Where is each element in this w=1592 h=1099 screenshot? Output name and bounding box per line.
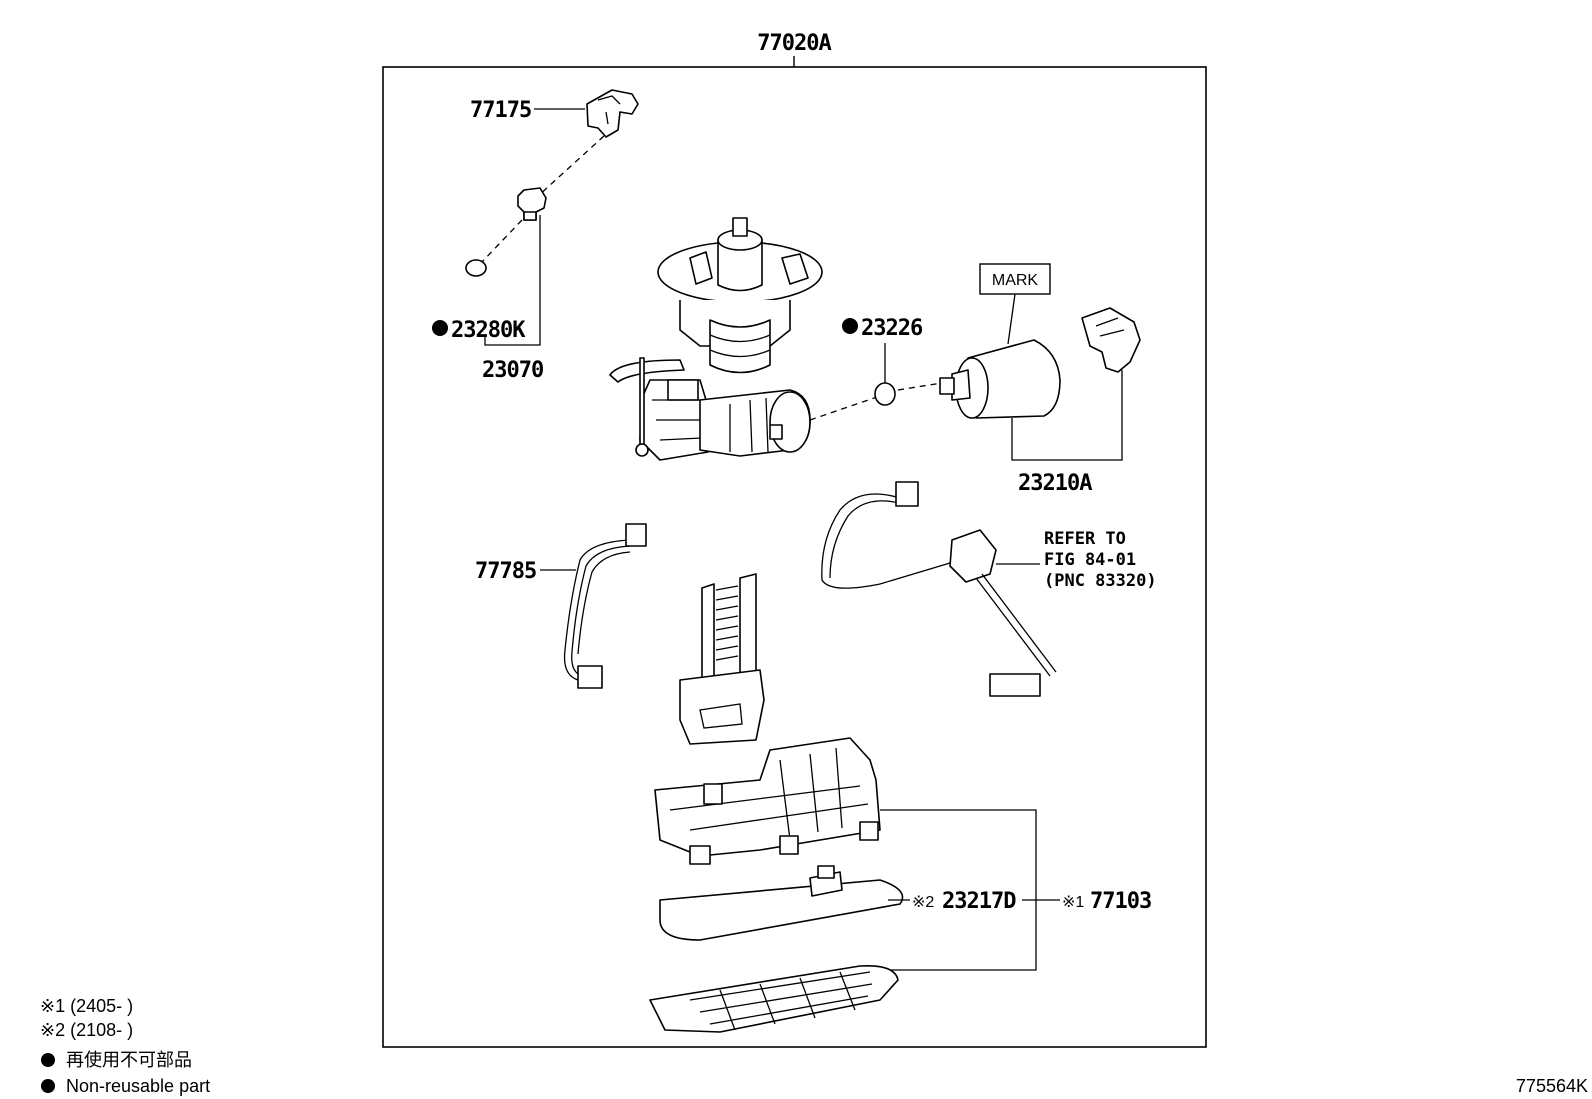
callout-77103-note: ※1 [1062,894,1084,911]
drawing-number: 775564K [1516,1076,1588,1096]
callout-23280k: 23280K [451,318,526,343]
part-lower-case[interactable] [654,737,881,865]
legend-nonreusable-en: Non-reusable part [66,1076,210,1096]
part-pump-module[interactable] [609,217,823,461]
legend-bullet-en [41,1079,55,1093]
part-23217d-filter[interactable] [659,865,904,941]
refer-line-2: FIG 84-01 [1044,550,1136,570]
callout-77103: 77103 [1090,889,1151,914]
refer-line-1: REFER TO [1044,529,1126,549]
callout-77175: 77175 [470,98,531,123]
part-23210a-fuel-pump[interactable] [939,339,1061,419]
legend-note-2: ※2 (2108- ) [40,1020,133,1040]
mark-label: MARK [992,272,1039,289]
part-23210a-bracket[interactable] [1081,307,1141,373]
callout-77785: 77785 [475,559,536,584]
part-23226-oring[interactable] [874,382,896,406]
part-mesh-tray[interactable] [649,964,899,1033]
part-23070-fitting[interactable] [517,187,547,221]
callout-23217d-note: ※2 [912,894,934,911]
refer-line-3: (PNC 83320) [1044,571,1157,591]
callout-23226: 23226 [861,316,923,341]
legend-bullet-jp [41,1053,55,1067]
part-guide-bracket[interactable] [679,573,765,745]
legend-nonreusable-jp: 再使用不可部品 [66,1050,192,1070]
part-77175-retainer[interactable] [586,89,639,138]
callout-23217d: 23217D [942,889,1016,914]
legend-note-1: ※1 (2405- ) [40,996,133,1016]
callout-23210a: 23210A [1018,471,1092,496]
assembly-number: 77020A [757,31,831,56]
nonreusable-marker-23226 [842,318,858,334]
part-fuel-sender-gauge[interactable] [821,481,1057,697]
nonreusable-marker-23280k [432,320,448,336]
mark-box [979,263,1051,295]
callout-23070: 23070 [482,358,543,383]
part-23280k-oring[interactable] [465,259,487,277]
part-77785-harness[interactable] [563,523,647,689]
